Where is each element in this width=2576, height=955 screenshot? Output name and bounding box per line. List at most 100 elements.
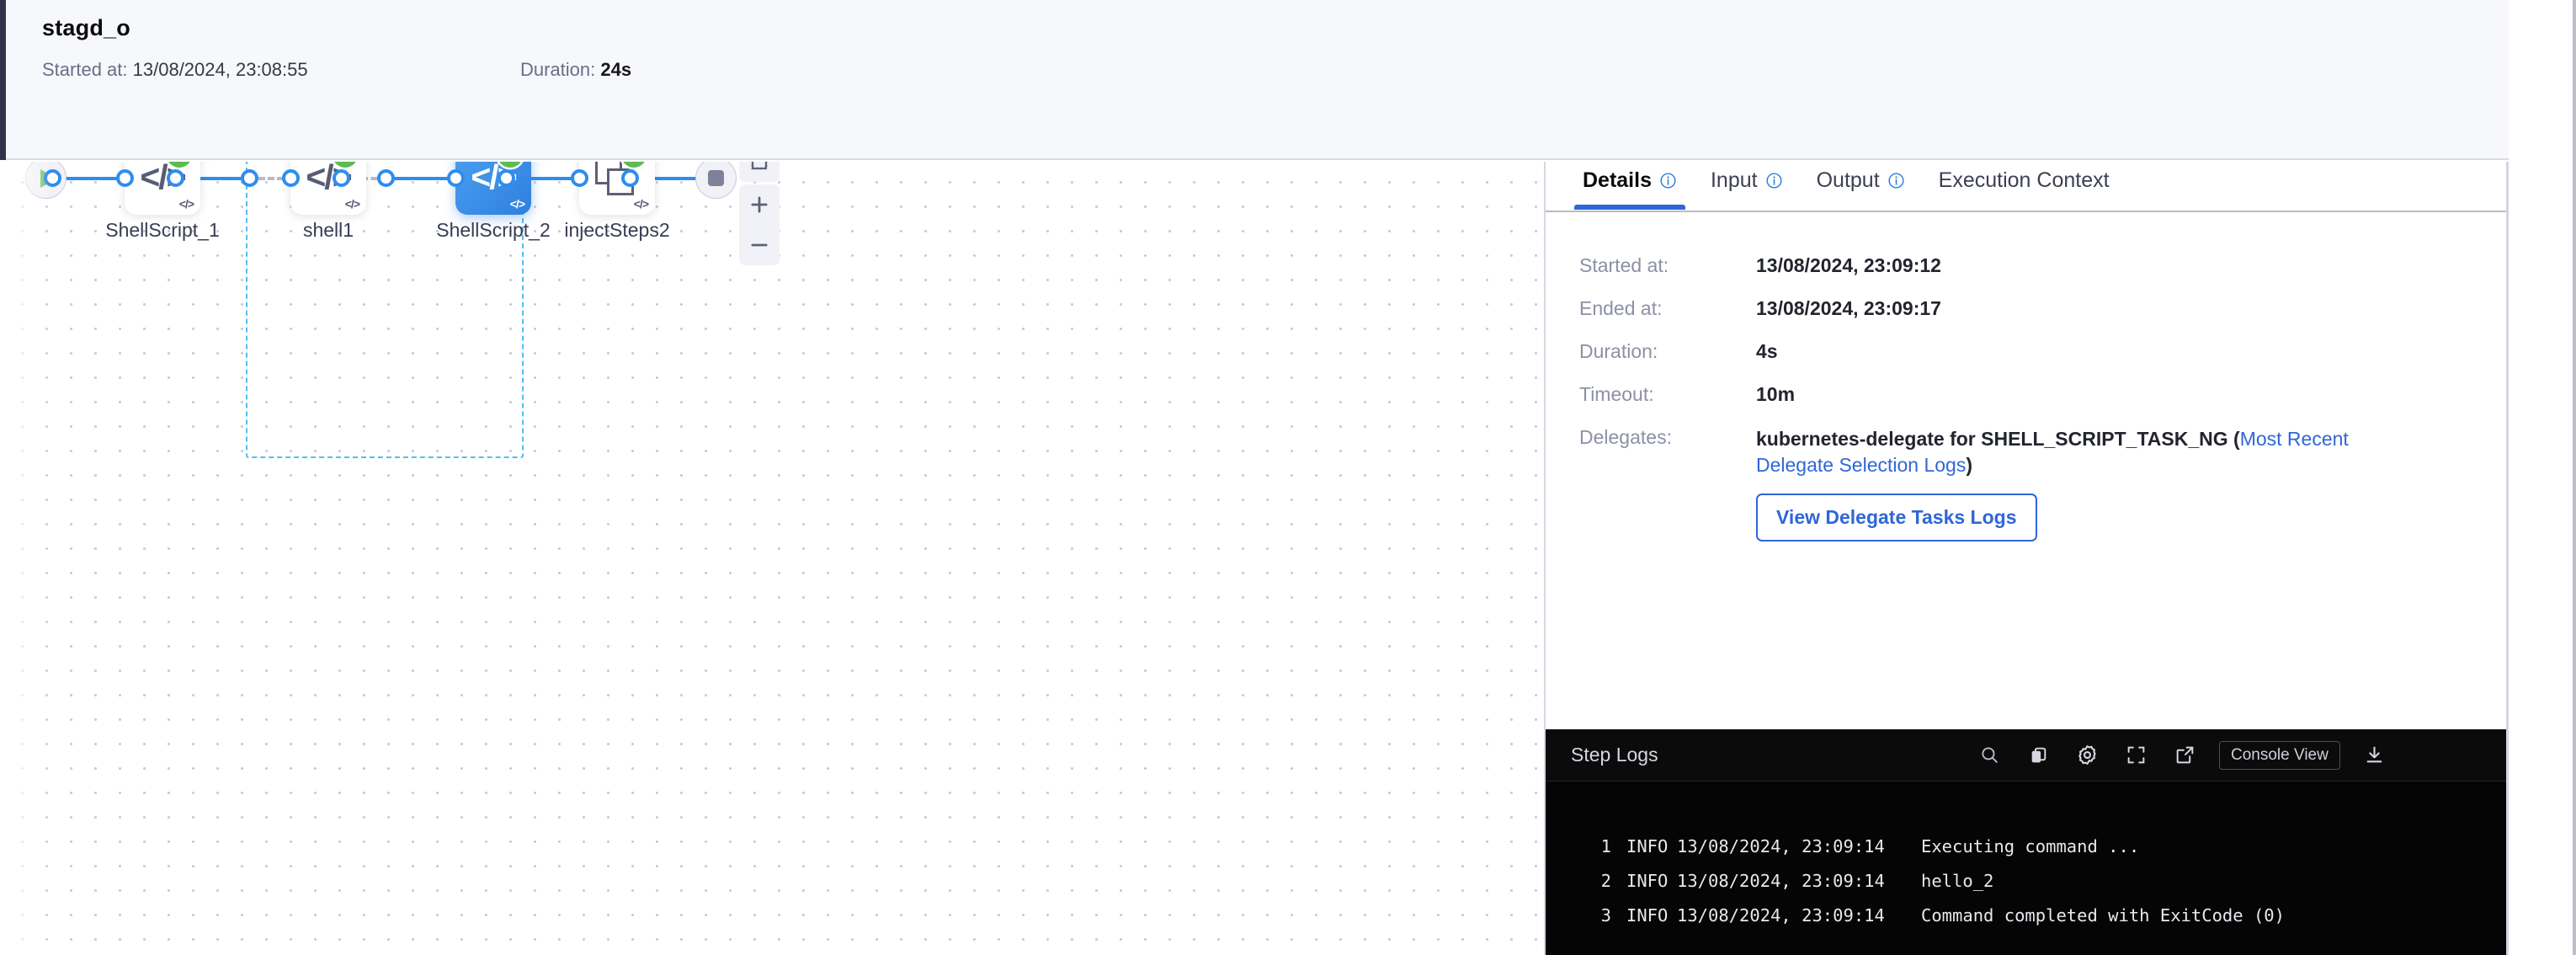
log-line: 2 INFO 13/08/2024, 23:09:14 hello_2 — [1583, 863, 2506, 898]
detail-row-started-at: Started at: 13/08/2024, 23:09:12 — [1579, 254, 2472, 277]
port-group-out[interactable] — [377, 169, 395, 187]
port-shellscript2-out[interactable] — [498, 169, 515, 187]
selection-box-icon[interactable] — [739, 162, 780, 182]
zoom-out-icon[interactable] — [739, 225, 780, 265]
tab-output-label: Output — [1816, 168, 1880, 192]
page-title: stagd_o — [42, 15, 130, 40]
edge-injectsteps2-to-end — [630, 177, 707, 180]
code-type-icon: </> — [633, 197, 649, 211]
fullscreen-icon[interactable] — [2121, 741, 2150, 770]
pipeline-canvas[interactable]: injectSteps1 </> </> ShellScript_1 — [0, 162, 1546, 955]
execution-header: stagd_o Started at: 13/08/2024, 23:08:55… — [0, 0, 2576, 160]
delegate-selection-logs-link[interactable]: Most Recent Delegate Selection Logs — [1756, 428, 2349, 477]
gear-icon[interactable] — [2073, 741, 2101, 770]
duration-label: Duration: — [520, 59, 596, 80]
page-right-edge — [2573, 0, 2576, 955]
node-shell1[interactable]: </> </> — [290, 162, 366, 215]
log-line: 1 INFO 13/08/2024, 23:09:14 Executing co… — [1583, 829, 2506, 863]
log-timestamp: 13/08/2024, 23:09:14 — [1677, 870, 1885, 891]
duration-value: 24s — [600, 59, 632, 80]
download-icon[interactable] — [2360, 741, 2389, 770]
zoom-in-icon[interactable] — [739, 184, 780, 225]
node-label-shellscript-2: ShellScript_2 — [436, 219, 551, 241]
header-accent-strip — [0, 0, 6, 160]
detail-row-timeout: Timeout: 10m — [1579, 383, 2472, 406]
node-label-injectsteps-2: injectSteps2 — [564, 219, 670, 241]
step-logs-header: Step Logs — [1546, 729, 2506, 782]
tab-execution-context[interactable]: Execution Context — [1922, 162, 2126, 210]
log-line-number: 2 — [1600, 870, 1611, 891]
port-start-out[interactable] — [44, 169, 61, 187]
pipeline-end-node[interactable] — [695, 162, 737, 199]
log-level: INFO — [1626, 835, 1669, 856]
log-message: Executing command ... — [1921, 835, 2140, 856]
step-logs-title: Step Logs — [1571, 744, 1658, 766]
page-right-filler — [2509, 0, 2576, 955]
port-shell1-out[interactable] — [333, 169, 350, 187]
tab-input[interactable]: Input — [1694, 162, 1800, 210]
info-icon[interactable] — [1659, 172, 1677, 189]
search-icon[interactable] — [1975, 741, 2004, 770]
edge-group-to-shellscript2 — [386, 177, 460, 180]
tab-execution-context-label: Execution Context — [1938, 168, 2110, 192]
external-link-icon[interactable] — [2170, 741, 2199, 770]
step-group-injectsteps1[interactable] — [246, 162, 524, 458]
copy-icon[interactable] — [2024, 741, 2052, 770]
edge-shellscript2-to-injectsteps2 — [507, 177, 584, 180]
code-type-icon: </> — [344, 197, 360, 211]
status-badge-shellscript-2 — [498, 162, 523, 168]
tab-details[interactable]: Details — [1566, 162, 1694, 210]
port-injectsteps2-in[interactable] — [571, 169, 588, 187]
detail-key: Ended at: — [1579, 297, 1663, 319]
header-started-at: Started at: 13/08/2024, 23:08:55 — [42, 59, 308, 81]
details-content: Started at: 13/08/2024, 23:09:12 Ended a… — [1546, 212, 2506, 729]
tabs-underline — [1546, 211, 2506, 212]
log-timestamp: 13/08/2024, 23:09:14 — [1677, 904, 1885, 926]
node-shellscript-2[interactable]: </> </> — [455, 162, 531, 215]
status-badge-shell1 — [333, 162, 358, 168]
canvas-zoom-controls[interactable] — [739, 184, 780, 265]
port-injectsteps2-out[interactable] — [621, 169, 639, 187]
started-at-value: 13/08/2024, 23:08:55 — [132, 59, 308, 80]
delegate-suffix-text: ) — [1966, 454, 1973, 477]
node-label-shellscript-1: ShellScript_1 — [105, 219, 220, 241]
step-detail-panel: Details Input — [1546, 162, 2506, 955]
info-icon[interactable] — [1887, 172, 1905, 189]
log-line: 3 INFO 13/08/2024, 23:09:14 Command comp… — [1583, 898, 2506, 932]
stop-icon — [708, 170, 724, 186]
status-badge-shellscript-1 — [167, 162, 192, 168]
canvas-panel-divider — [1544, 162, 1546, 955]
tab-details-label: Details — [1583, 168, 1652, 192]
detail-value: 10m — [1756, 383, 1796, 405]
port-shell1-in[interactable] — [282, 169, 300, 187]
edge-group-in-dashed — [249, 177, 293, 180]
port-group-in[interactable] — [241, 169, 258, 187]
console-view-button[interactable]: Console View — [2219, 740, 2340, 770]
log-level: INFO — [1626, 904, 1669, 926]
log-line-number: 1 — [1600, 835, 1611, 856]
view-delegate-tasks-logs-button[interactable]: View Delegate Tasks Logs — [1756, 494, 2037, 542]
info-icon[interactable] — [1765, 172, 1783, 189]
log-line-number: 3 — [1600, 904, 1611, 926]
panel-tabs: Details Input — [1546, 162, 2506, 212]
canvas-control-selection[interactable] — [739, 162, 780, 182]
log-level: INFO — [1626, 870, 1669, 891]
started-at-label: Started at: — [42, 59, 128, 80]
detail-value-delegates: kubernetes-delegate for SHELL_SCRIPT_TAS… — [1756, 426, 2421, 542]
detail-key: Duration: — [1579, 340, 1658, 362]
detail-key: Timeout: — [1579, 383, 1654, 405]
detail-row-duration: Duration: 4s — [1579, 340, 2472, 363]
detail-key: Started at: — [1579, 254, 1669, 276]
step-logs-body[interactable]: 1 INFO 13/08/2024, 23:09:14 Executing co… — [1546, 782, 2506, 955]
code-type-icon: </> — [509, 197, 525, 211]
tab-input-label: Input — [1710, 168, 1758, 192]
node-injectsteps-2[interactable]: </> — [579, 162, 655, 215]
port-shellscript1-in[interactable] — [116, 169, 134, 187]
log-timestamp: 13/08/2024, 23:09:14 — [1677, 835, 1885, 856]
port-shellscript2-in[interactable] — [447, 169, 465, 187]
node-shellscript-1[interactable]: </> </> — [125, 162, 200, 215]
tab-output[interactable]: Output — [1800, 162, 1922, 210]
detail-row-ended-at: Ended at: 13/08/2024, 23:09:17 — [1579, 297, 2472, 320]
port-shellscript1-out[interactable] — [167, 169, 184, 187]
